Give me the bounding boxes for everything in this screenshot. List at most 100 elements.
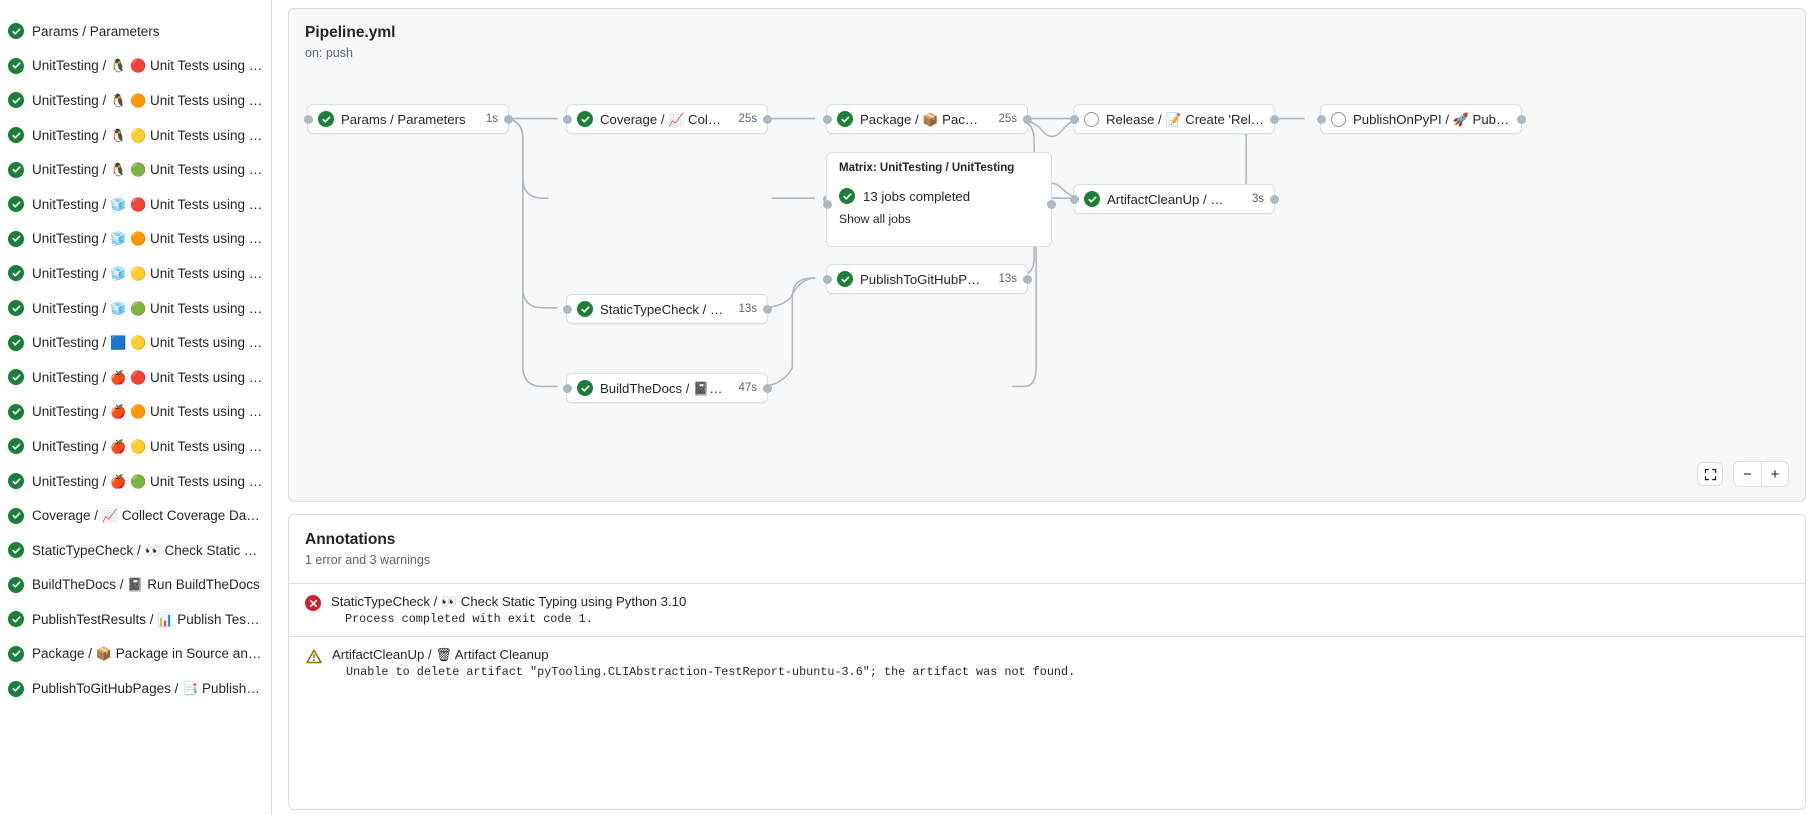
success-icon: [837, 271, 853, 287]
job-emoji-icon: 🧊: [110, 265, 127, 281]
sidebar-job-item[interactable]: StaticTypeCheck / 👀 Check Static Typing…: [0, 533, 271, 568]
job-emoji-icon: 🍎: [110, 473, 127, 489]
sidebar-job-item[interactable]: UnitTesting / 🧊 🟠 Unit Tests using Pyth…: [0, 222, 271, 257]
sidebar-job-item[interactable]: UnitTesting / 🐧 🔴 Unit Tests using Pyth…: [0, 49, 271, 84]
sidebar-job-label: UnitTesting / 🍎 🟠 Unit Tests using Pyth…: [32, 404, 263, 420]
job-emoji-icon: 🐧: [110, 127, 127, 143]
sidebar-job-item[interactable]: UnitTesting / 🐧 🟡 Unit Tests using Pyth…: [0, 118, 271, 153]
node-emoji-icon: 📦: [922, 111, 939, 127]
success-icon: [8, 507, 24, 524]
node-emoji-icon: 👀: [710, 302, 724, 317]
graph-node-publishpages[interactable]: PublishToGitHubPages / 📑 …13s: [822, 264, 1032, 294]
pending-icon: [1084, 111, 1099, 127]
sidebar-job-item[interactable]: UnitTesting / 🍎 🟡 Unit Tests using Pyth…: [0, 429, 271, 464]
sidebar-job-item[interactable]: Package / 📦 Package in Source and Wh…: [0, 637, 271, 672]
sidebar-job-item[interactable]: PublishTestResults / 📊 Publish Test Resu…: [0, 602, 271, 637]
node-output-port: [1022, 115, 1032, 124]
sidebar-job-item[interactable]: UnitTesting / 🟦 🟡 Unit Tests using Pyth…: [0, 325, 271, 360]
graph-node-buildthedocs[interactable]: BuildTheDocs / 📓 Run Buil…47s: [562, 373, 772, 403]
success-icon: [577, 111, 593, 127]
matrix-group[interactable]: Matrix: UnitTesting / UnitTesting 13 job…: [822, 152, 1056, 247]
job-emoji-icon: 🟡: [130, 265, 147, 281]
annotation-name: StaticTypeCheck / 👀 Check Static Typing …: [331, 594, 687, 609]
sidebar-job-item[interactable]: Coverage / 📈 Collect Coverage Data usi…: [0, 498, 271, 533]
node-output-port: [762, 305, 772, 314]
success-icon: [8, 196, 24, 213]
job-emoji-icon: 🧊: [110, 231, 127, 247]
graph-node-release[interactable]: Release / 📝 Create 'Release P…: [1069, 104, 1279, 134]
node-input-port: [562, 384, 572, 393]
sidebar-job-label: UnitTesting / 🐧 🔴 Unit Tests using Pyth…: [32, 58, 263, 74]
job-emoji-icon: 📑: [182, 681, 199, 697]
sidebar-job-label: UnitTesting / 🍎 🟢 Unit Tests using Pyth…: [32, 473, 263, 489]
graph-node-label: ArtifactCleanUp / 🗑 Artifac…: [1107, 191, 1237, 207]
annotations-card: Annotations 1 error and 3 warnings Stati…: [288, 514, 1806, 810]
success-icon: [8, 300, 24, 317]
sidebar-job-item[interactable]: UnitTesting / 🧊 🟡 Unit Tests using Pyth…: [0, 256, 271, 291]
sidebar-job-item[interactable]: BuildTheDocs / 📓 Run BuildTheDocs: [0, 568, 271, 603]
success-icon: [577, 301, 593, 317]
success-icon: [8, 403, 24, 420]
sidebar-job-label: Params / Parameters: [32, 23, 160, 39]
sidebar-job-item[interactable]: Params / Parameters: [0, 14, 271, 49]
graph-node-statictype[interactable]: StaticTypeCheck / 👀 Chec…13s: [562, 294, 772, 324]
node-input-port: [1316, 115, 1326, 124]
job-emoji-icon: 🟢: [130, 473, 147, 489]
graph-node-label: BuildTheDocs / 📓 Run Buil…: [600, 380, 723, 396]
success-icon: [8, 265, 24, 282]
job-emoji-icon: 🧊: [110, 196, 127, 212]
graph-node-label: Release / 📝 Create 'Release P…: [1106, 111, 1264, 127]
fit-to-screen-button[interactable]: [1697, 462, 1723, 486]
graph-node-package[interactable]: Package / 📦 Package in So…25s: [822, 104, 1032, 134]
graph-node-label: StaticTypeCheck / 👀 Chec…: [600, 302, 723, 317]
sidebar-job-label: UnitTesting / 🐧 🟡 Unit Tests using Pyth…: [32, 127, 263, 143]
node-output-port: [1269, 115, 1279, 124]
sidebar-job-item[interactable]: UnitTesting / 🍎 🟢 Unit Tests using Pyth…: [0, 464, 271, 499]
graph-edges: [503, 117, 1305, 388]
main-content: Pipeline.yml on: push: [272, 0, 1818, 815]
sidebar-job-label: UnitTesting / 🐧 🟢 Unit Tests using Pyth…: [32, 162, 263, 178]
sidebar-job-item[interactable]: UnitTesting / 🧊 🟢 Unit Tests using Pyth…: [0, 291, 271, 326]
graph-node-duration: 3s: [1251, 193, 1264, 205]
success-icon: [8, 611, 24, 628]
job-emoji-icon: 🟠: [130, 231, 147, 247]
success-icon: [8, 473, 24, 490]
zoom-in-button[interactable]: +: [1761, 462, 1788, 486]
node-emoji-icon: 📈: [668, 111, 685, 127]
show-all-jobs-link[interactable]: Show all jobs: [839, 212, 911, 226]
sidebar-job-item[interactable]: UnitTesting / 🐧 🟠 Unit Tests using Pyth…: [0, 83, 271, 118]
job-emoji-icon: 🟢: [130, 300, 147, 316]
job-emoji-icon: 🟢: [130, 162, 147, 178]
sidebar-job-label: UnitTesting / 🧊 🟢 Unit Tests using Pyth…: [32, 300, 263, 316]
annotations-title: Annotations: [305, 531, 396, 548]
job-emoji-icon: 🧊: [110, 300, 127, 316]
job-emoji-icon: 🔴: [130, 369, 147, 385]
sidebar-job-item[interactable]: UnitTesting / 🍎 🔴 Unit Tests using Pyth…: [0, 360, 271, 395]
annotations-header: Annotations 1 error and 3 warnings: [289, 515, 1805, 567]
graph-node-coverage[interactable]: Coverage / 📈 Collect Cove…25s: [562, 104, 772, 134]
sidebar-job-item[interactable]: UnitTesting / 🍎 🟠 Unit Tests using Pyth…: [0, 395, 271, 430]
annotation-row[interactable]: StaticTypeCheck / 👀 Check Static Typing …: [289, 583, 1805, 636]
sidebar-job-item[interactable]: UnitTesting / 🧊 🔴 Unit Tests using Pyth…: [0, 187, 271, 222]
success-icon: [8, 230, 24, 247]
sidebar-job-item[interactable]: UnitTesting / 🐧 🟢 Unit Tests using Pyth…: [0, 152, 271, 187]
graph-node-artifact[interactable]: ArtifactCleanUp / 🗑 Artifac… 3s: [1069, 184, 1279, 214]
matrix-input-port: [822, 200, 832, 209]
success-icon: [8, 542, 24, 559]
zoom-out-button[interactable]: −: [1743, 465, 1752, 483]
graph-node-pypi[interactable]: PublishOnPyPI / 🚀 Publish to …: [1316, 104, 1526, 134]
error-icon: [305, 595, 321, 611]
sidebar-job-item[interactable]: PublishToGitHubPages / 📑 Publish to G…: [0, 671, 271, 706]
annotations-list: StaticTypeCheck / 👀 Check Static Typing …: [289, 583, 1805, 689]
success-icon: [8, 576, 24, 593]
sidebar-job-label: BuildTheDocs / 📓 Run BuildTheDocs: [32, 577, 260, 593]
sidebar-job-label: PublishToGitHubPages / 📑 Publish to G…: [32, 681, 263, 697]
success-icon: [318, 111, 334, 127]
node-output-port: [1516, 115, 1526, 124]
job-emoji-icon: 📊: [157, 611, 174, 627]
